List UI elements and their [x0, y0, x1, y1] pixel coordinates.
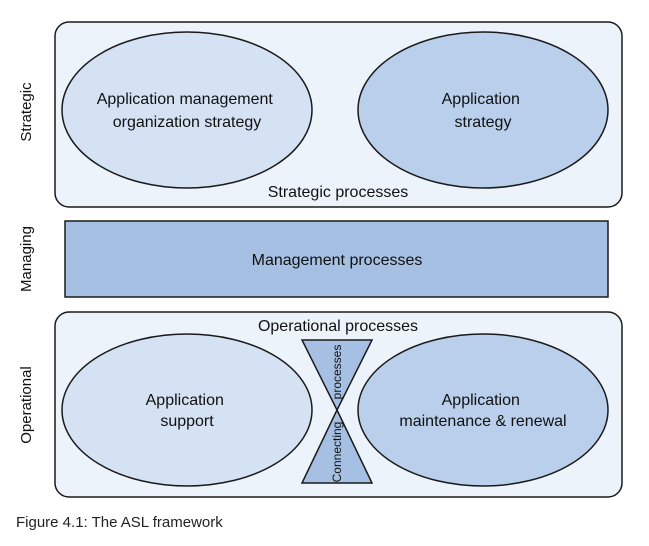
operational-right-line-2: maintenance & renewal: [399, 413, 566, 430]
operational-right-ellipse-text: Application maintenance & renewal: [399, 392, 566, 430]
operational-processes-label: Operational processes: [258, 318, 418, 335]
side-label-strategic: Strategic: [18, 82, 35, 142]
operational-right-ellipse: [357, 333, 609, 487]
strategic-left-line-1: Application management: [97, 91, 274, 108]
operational-right-line-1: Application: [442, 392, 520, 409]
management-processes-label: Management processes: [252, 252, 423, 269]
management-processes-bar: [64, 220, 609, 298]
operational-left-ellipse-text: Application support: [146, 392, 229, 430]
side-label-managing: Managing: [18, 226, 35, 292]
strategic-left-ellipse-text: Application management organization stra…: [97, 91, 278, 131]
operational-left-ellipse: [61, 333, 313, 487]
connector-bottom-label: Connecting: [330, 422, 344, 483]
operational-left-line-1: Application: [146, 392, 224, 409]
side-label-operational: Operational: [18, 366, 35, 444]
figure-caption: Figure 4.1: The ASL framework: [16, 514, 223, 531]
strategic-right-ellipse: [357, 31, 609, 189]
operational-left-line-2: support: [160, 413, 214, 430]
connector-top-label: processes: [330, 345, 344, 400]
connecting-processes-hourglass: [300, 339, 374, 484]
strategic-right-line-2: strategy: [455, 114, 512, 131]
strategic-left-line-2: organization strategy: [113, 114, 262, 131]
strategic-right-line-1: Application: [442, 91, 520, 108]
strategic-processes-label: Strategic processes: [268, 184, 409, 201]
strategic-left-ellipse: [61, 31, 313, 189]
strategic-right-ellipse-text: Application strategy: [442, 91, 525, 131]
